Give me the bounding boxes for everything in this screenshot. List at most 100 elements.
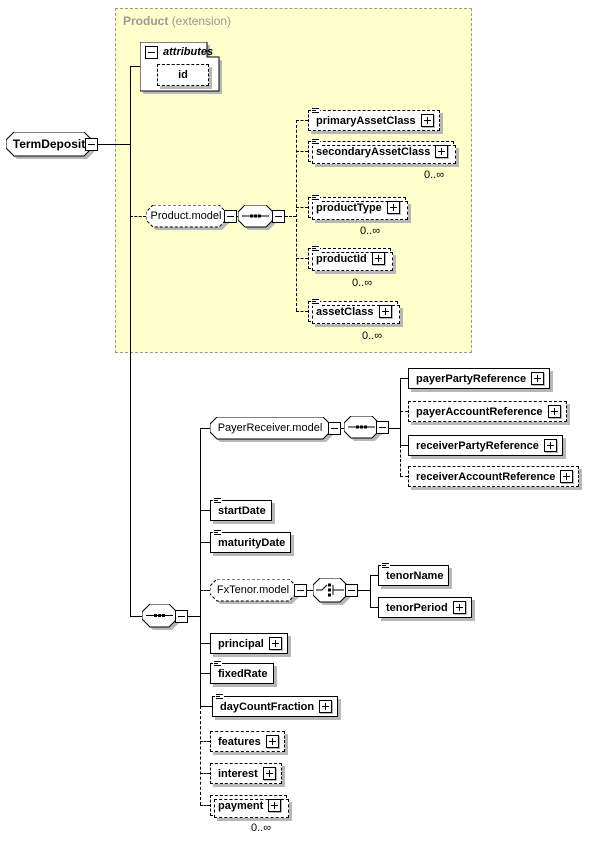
- connector-line: [200, 741, 210, 742]
- group-payerreceiver-model[interactable]: [209, 416, 334, 443]
- collapse-icon[interactable]: [224, 210, 237, 223]
- attributes-label: attributes: [163, 46, 214, 58]
- connector-line: [341, 428, 344, 429]
- element-daycountfraction[interactable]: dayCountFraction: [212, 693, 339, 717]
- connector-line: [130, 66, 131, 617]
- element-tenorname[interactable]: tenorName: [378, 562, 450, 586]
- connector-line: [285, 216, 296, 217]
- element-label: tenorPeriod: [386, 601, 448, 614]
- connector-line: [307, 590, 313, 591]
- text-content-icon: [311, 194, 320, 202]
- connector-line: [296, 311, 308, 312]
- connector-line: [296, 151, 308, 152]
- connector-line: [400, 445, 401, 476]
- element-receiveraccountreference[interactable]: receiverAccountReference: [408, 466, 580, 487]
- expand-icon[interactable]: [262, 767, 276, 780]
- collapse-icon[interactable]: [145, 46, 158, 59]
- expand-icon[interactable]: [543, 439, 557, 452]
- connector-line: [200, 643, 210, 644]
- element-interest[interactable]: interest: [210, 763, 282, 784]
- text-content-icon: [215, 693, 224, 701]
- connector-line: [200, 542, 210, 543]
- element-payerpartyreference[interactable]: payerPartyReference: [408, 368, 551, 389]
- connector-line: [200, 706, 212, 707]
- repeat-stack: [312, 305, 400, 324]
- element-maturitydate[interactable]: maturityDate: [210, 529, 292, 553]
- expand-icon[interactable]: [265, 735, 279, 748]
- text-content-icon: [381, 562, 390, 570]
- element-startdate[interactable]: startDate: [210, 497, 272, 521]
- connector-line: [358, 590, 370, 591]
- collapse-icon[interactable]: [85, 138, 98, 151]
- expand-icon[interactable]: [268, 637, 282, 650]
- connector-line: [400, 411, 408, 412]
- connector-line: [296, 120, 297, 311]
- connector-line: [200, 428, 201, 706]
- connector-line: [98, 144, 130, 145]
- collapse-icon[interactable]: [376, 421, 389, 434]
- connector-line: [200, 510, 210, 511]
- element-fixedrate[interactable]: fixedRate: [210, 660, 274, 684]
- expand-icon[interactable]: [378, 305, 392, 318]
- element-termdeposit[interactable]: [5, 131, 96, 160]
- element-label: maturityDate: [218, 536, 286, 549]
- element-productid[interactable]: productId: [308, 245, 393, 271]
- expand-icon[interactable]: [435, 145, 449, 158]
- connector-line: [130, 66, 140, 67]
- collapse-icon[interactable]: [272, 210, 285, 223]
- element-label: primaryAssetClass: [316, 114, 416, 127]
- connector-line: [200, 673, 210, 674]
- expand-icon[interactable]: [371, 252, 385, 265]
- expand-icon[interactable]: [386, 201, 400, 214]
- connector-line: [200, 706, 201, 805]
- extension-panel-title: Product (extension): [123, 14, 231, 28]
- element-producttype[interactable]: productType: [308, 194, 408, 220]
- expand-icon[interactable]: [547, 405, 561, 418]
- group-fxtenor-model[interactable]: [209, 578, 300, 605]
- connector-line: [296, 207, 308, 208]
- group-product-model[interactable]: [145, 204, 230, 231]
- connector-line: [130, 216, 146, 217]
- text-content-icon: [311, 245, 320, 253]
- expand-icon[interactable]: [319, 700, 333, 713]
- element-label: startDate: [218, 504, 266, 517]
- element-label: fixedRate: [218, 667, 268, 680]
- element-label: receiverAccountReference: [416, 470, 556, 483]
- element-features[interactable]: features: [210, 731, 285, 752]
- connector-line: [188, 616, 200, 617]
- expand-icon[interactable]: [560, 470, 574, 483]
- element-primaryassetclass[interactable]: primaryAssetClass: [308, 107, 440, 131]
- element-secondaryassetclass[interactable]: secondaryAssetClass: [308, 138, 457, 164]
- collapse-icon[interactable]: [294, 584, 307, 597]
- expand-icon[interactable]: [420, 114, 434, 127]
- occurrence-label: 0..∞: [424, 169, 445, 181]
- element-principal[interactable]: principal: [210, 633, 288, 654]
- occurrence-label: 0..∞: [251, 822, 272, 834]
- connector-line: [400, 378, 408, 379]
- expand-icon[interactable]: [268, 799, 282, 812]
- expand-icon[interactable]: [452, 601, 466, 614]
- extension-subtitle-text: (extension): [171, 14, 232, 28]
- element-receiverpartyreference[interactable]: receiverPartyReference: [408, 435, 563, 456]
- collapse-icon[interactable]: [175, 610, 188, 623]
- expand-icon[interactable]: [531, 372, 545, 385]
- collapse-icon[interactable]: [345, 584, 358, 597]
- element-label: payerAccountReference: [416, 405, 543, 418]
- element-termdeposit-label: TermDeposit: [12, 137, 86, 151]
- element-payment[interactable]: payment: [210, 795, 290, 818]
- attribute-id[interactable]: id: [157, 64, 209, 86]
- collapse-icon[interactable]: [328, 422, 341, 435]
- connector-line: [370, 575, 378, 576]
- connector-line: [370, 575, 371, 607]
- connector-line: [200, 805, 210, 806]
- element-payeraccountreference[interactable]: payerAccountReference: [408, 401, 567, 422]
- text-content-icon: [311, 298, 320, 306]
- element-assetclass[interactable]: assetClass: [308, 298, 400, 324]
- text-content-icon: [213, 660, 222, 668]
- element-label: features: [218, 735, 261, 748]
- repeat-stack: [312, 145, 457, 164]
- attribute-id-label: id: [178, 69, 188, 81]
- element-tenorperiod[interactable]: tenorPeriod: [378, 597, 472, 618]
- text-content-icon: [213, 529, 222, 537]
